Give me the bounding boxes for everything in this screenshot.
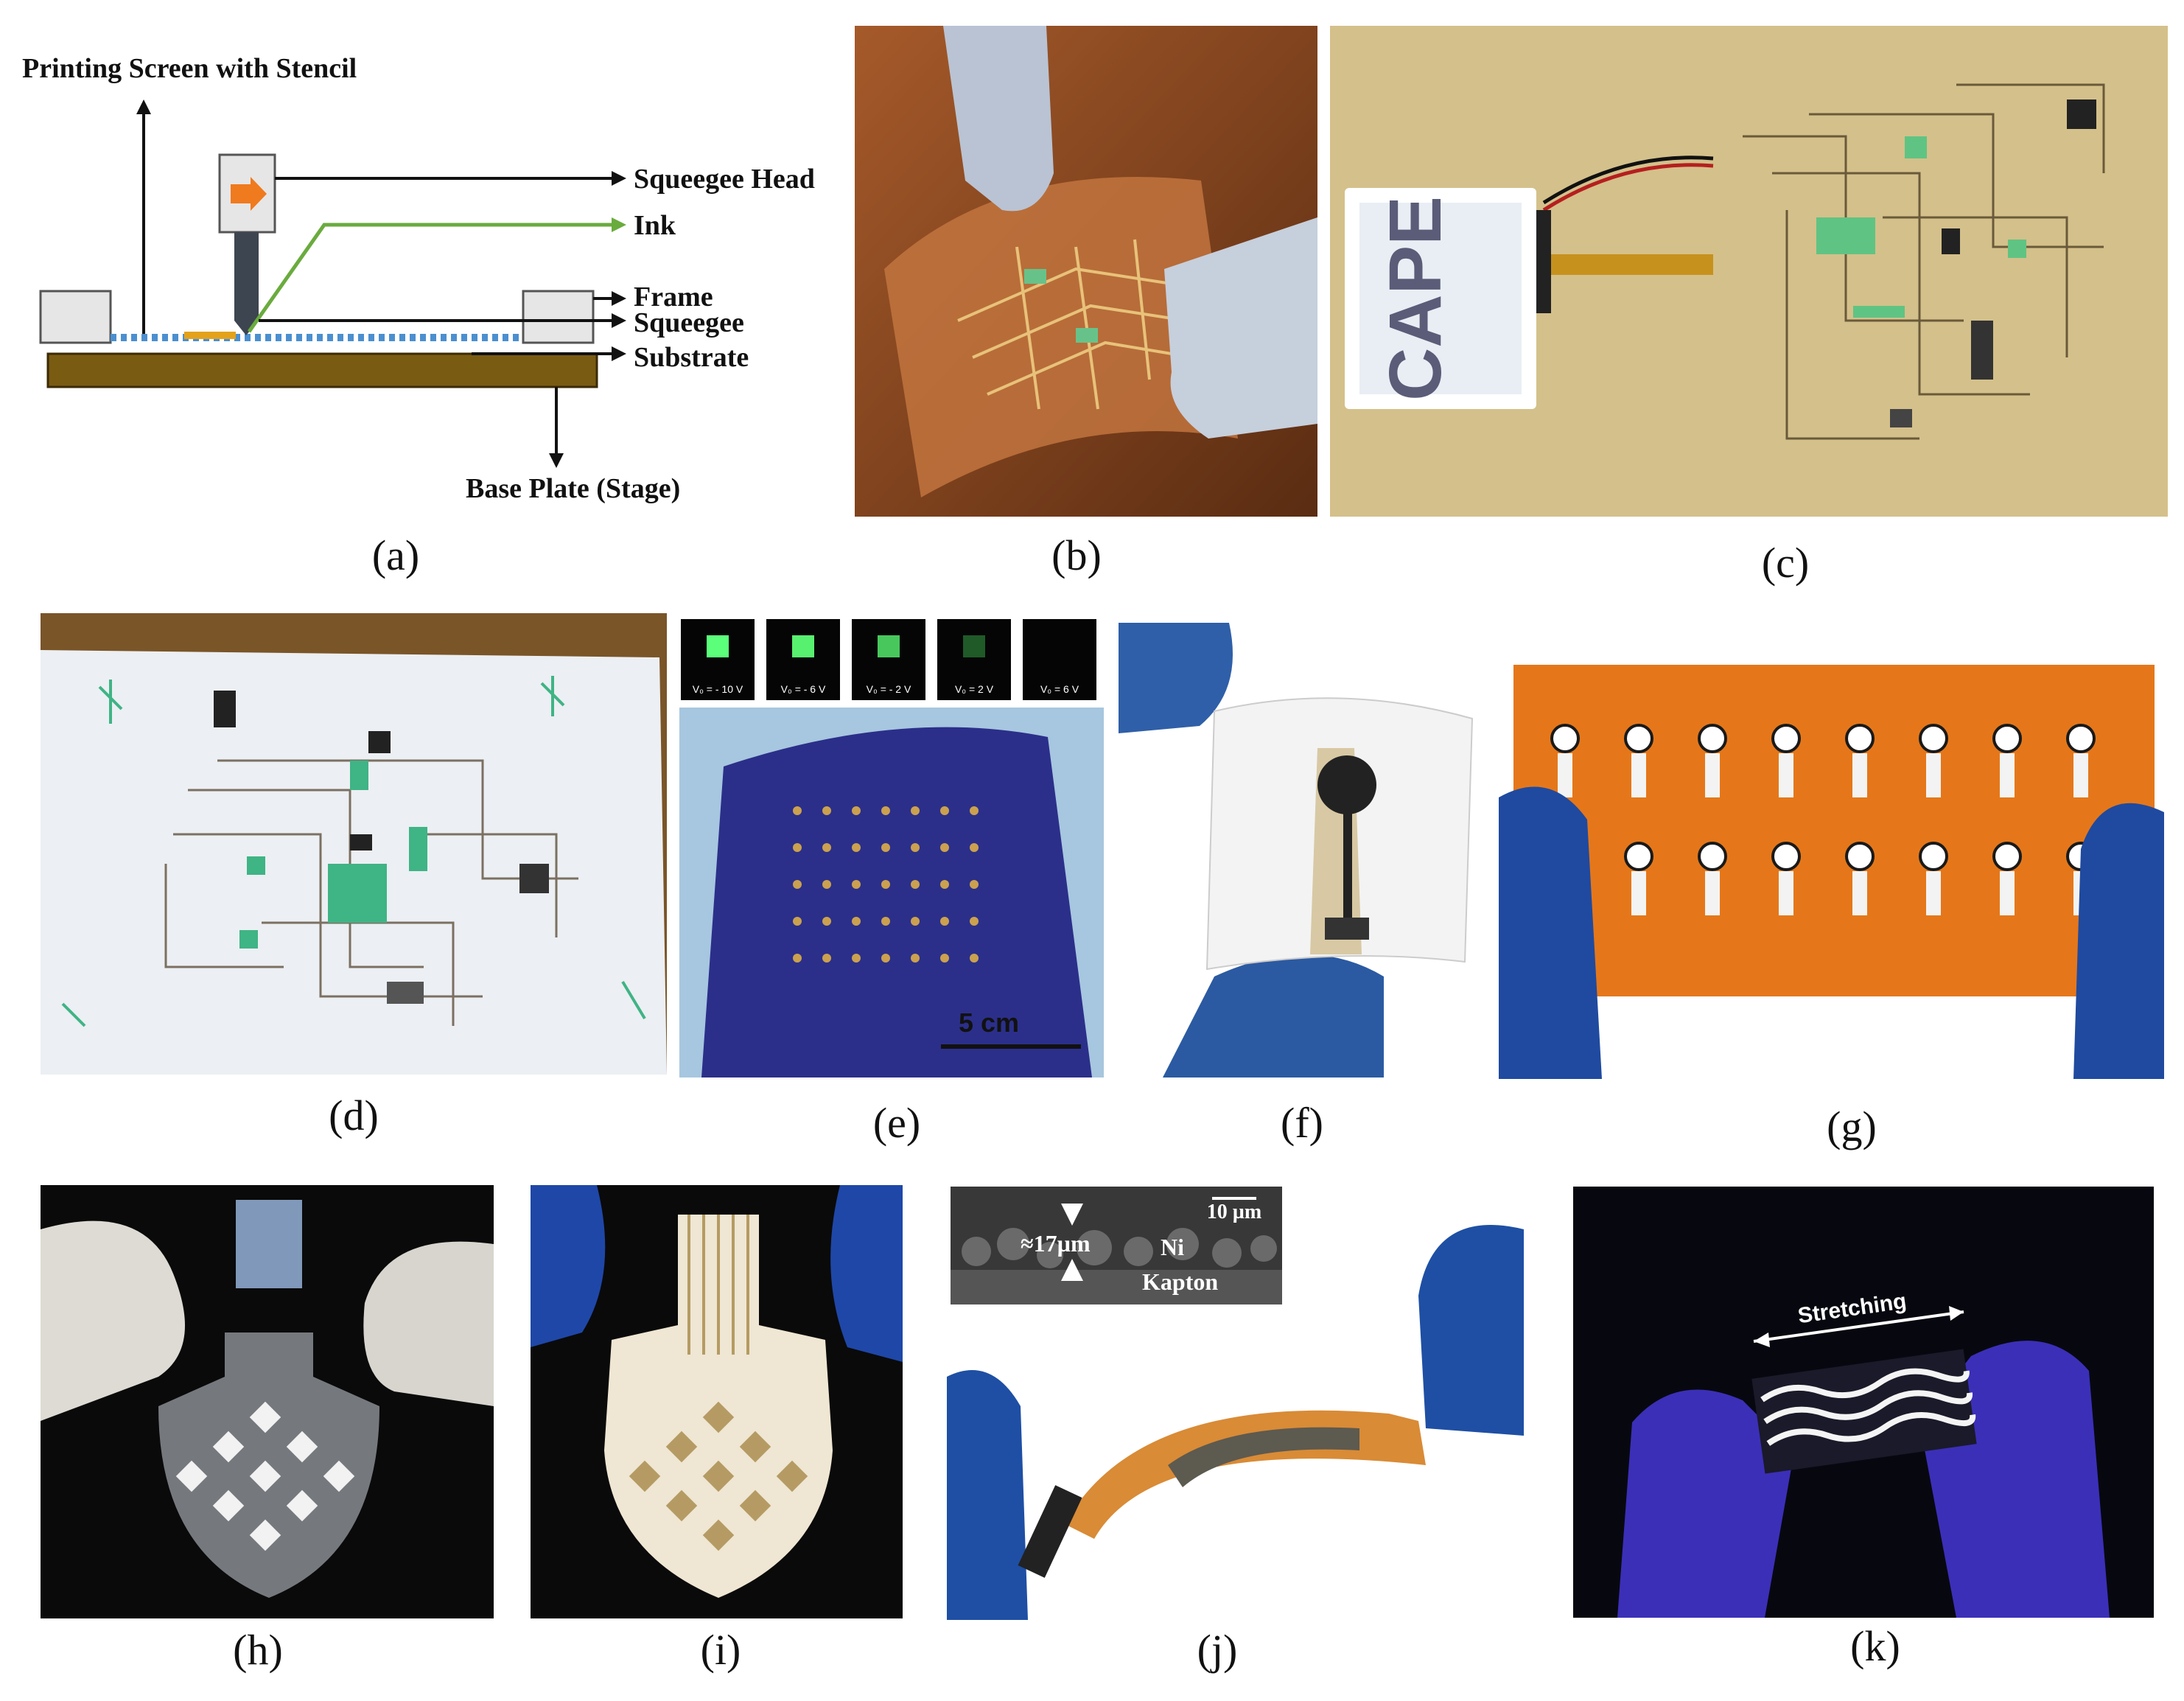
caption-c: (c)	[1761, 539, 1810, 587]
caption-g: (g)	[1827, 1103, 1877, 1150]
gloved-hand-right	[1164, 217, 1317, 439]
voltage-thumbnails: V₀ = - 10 V V₀ = - 6 V V₀ = - 2 V V₀ = 2…	[681, 619, 1096, 700]
thumb-label-4: V₀ = 2 V	[955, 683, 994, 695]
thumb-label-3: V₀ = - 2 V	[867, 683, 911, 695]
left-frame-block	[39, 290, 112, 344]
thumb-label-1: V₀ = - 10 V	[693, 683, 743, 695]
substrate-label: Substrate	[634, 342, 749, 373]
glove-left	[1617, 1389, 1794, 1618]
panel-g-photo	[1499, 628, 2164, 1079]
panel-j-photo: 10 µm ≈17µm Ni Kapton	[947, 1185, 1524, 1620]
glove-left	[1499, 786, 1602, 1079]
thickness-label: ≈17µm	[1021, 1230, 1091, 1257]
frame-label: Frame	[634, 282, 713, 312]
caption-k: (k)	[1850, 1622, 1900, 1670]
inset-scale-label: 10 µm	[1207, 1201, 1261, 1223]
thumb-label-2: V₀ = - 6 V	[781, 683, 826, 695]
caption-a: (a)	[371, 531, 420, 579]
lcd-cape-text: CAPE	[1374, 196, 1457, 401]
base-plate-label: Base Plate (Stage)	[466, 473, 680, 504]
screen-printing-diagram: Printing Screen with Stencil Squeegee He…	[22, 53, 815, 504]
nickel-kapton-photo: 10 µm ≈17µm Ni Kapton	[947, 1185, 1524, 1620]
panel-b-photo	[855, 26, 1317, 517]
flexible-circuit-photo	[855, 26, 1317, 517]
led-array-photo: V₀ = - 10 V V₀ = - 6 V V₀ = - 2 V V₀ = 2…	[679, 619, 1104, 1077]
flexible-sensor-photo	[1119, 623, 1485, 1077]
lcd-screen	[1359, 203, 1522, 394]
panel-d-photo	[41, 613, 667, 1075]
gold-electrode-photo	[531, 1185, 903, 1618]
caption-h: (h)	[233, 1626, 283, 1674]
panel-k-photo: Stretching	[1573, 1187, 2154, 1618]
panel-h-photo	[41, 1185, 494, 1618]
panel-i-photo	[531, 1185, 903, 1618]
caption-i: (i)	[700, 1626, 741, 1674]
caption-d: (d)	[329, 1091, 379, 1139]
panel-e-photo: V₀ = - 10 V V₀ = - 6 V V₀ = - 2 V V₀ = 2…	[679, 619, 1104, 1077]
glove-right	[363, 1241, 494, 1406]
glove-top-left	[1119, 623, 1233, 733]
scale-bar-label: 5 cm	[959, 1007, 1019, 1038]
panel-f-photo	[1119, 623, 1485, 1077]
squeegee-label: Squeegee	[634, 307, 744, 338]
glove-left	[531, 1185, 606, 1347]
printed-circuit-lcd-photo: CAPE	[1330, 26, 2168, 517]
kapton-layer-label: Kapton	[1142, 1268, 1218, 1295]
squeegee-blade	[234, 232, 259, 321]
glove-right	[1418, 1225, 1524, 1436]
sem-inset: 10 µm ≈17µm Ni Kapton	[951, 1187, 1282, 1304]
squeegee-head-label: Squeegee Head	[634, 164, 815, 195]
caption-e: (e)	[872, 1099, 921, 1147]
stretching-photo: Stretching	[1573, 1187, 2154, 1618]
direction-arrow-icon	[231, 177, 267, 211]
caption-f: (f)	[1281, 1099, 1323, 1147]
caption-b: (b)	[1051, 531, 1102, 579]
caption-j: (j)	[1197, 1626, 1238, 1674]
kapton-sensor-array-photo	[1499, 628, 2164, 1079]
base-plate	[46, 352, 598, 388]
gloved-hand-top	[943, 26, 1054, 212]
gloved-hand	[701, 727, 1092, 1077]
panel-c-photo: CAPE	[1330, 26, 2168, 517]
transparent-electrode-photo	[41, 1185, 494, 1618]
paper-circuit-photo	[41, 613, 667, 1075]
ink-path-line	[247, 223, 619, 333]
ink-label: Ink	[634, 210, 676, 241]
stretch-arrow	[1753, 1310, 1964, 1343]
printing-screen-label: Printing Screen with Stencil	[22, 53, 357, 84]
thumb-label-5: V₀ = 6 V	[1040, 683, 1079, 695]
glove-left	[947, 1370, 1028, 1620]
glove-bottom	[1163, 954, 1384, 1077]
ni-layer-label: Ni	[1161, 1234, 1184, 1260]
panel-a-schematic: Printing Screen with Stencil Squeegee He…	[15, 44, 862, 516]
glove-left	[41, 1220, 185, 1421]
glove-right	[830, 1185, 903, 1362]
glove-right	[2073, 803, 2164, 1079]
right-frame-block	[522, 290, 595, 344]
